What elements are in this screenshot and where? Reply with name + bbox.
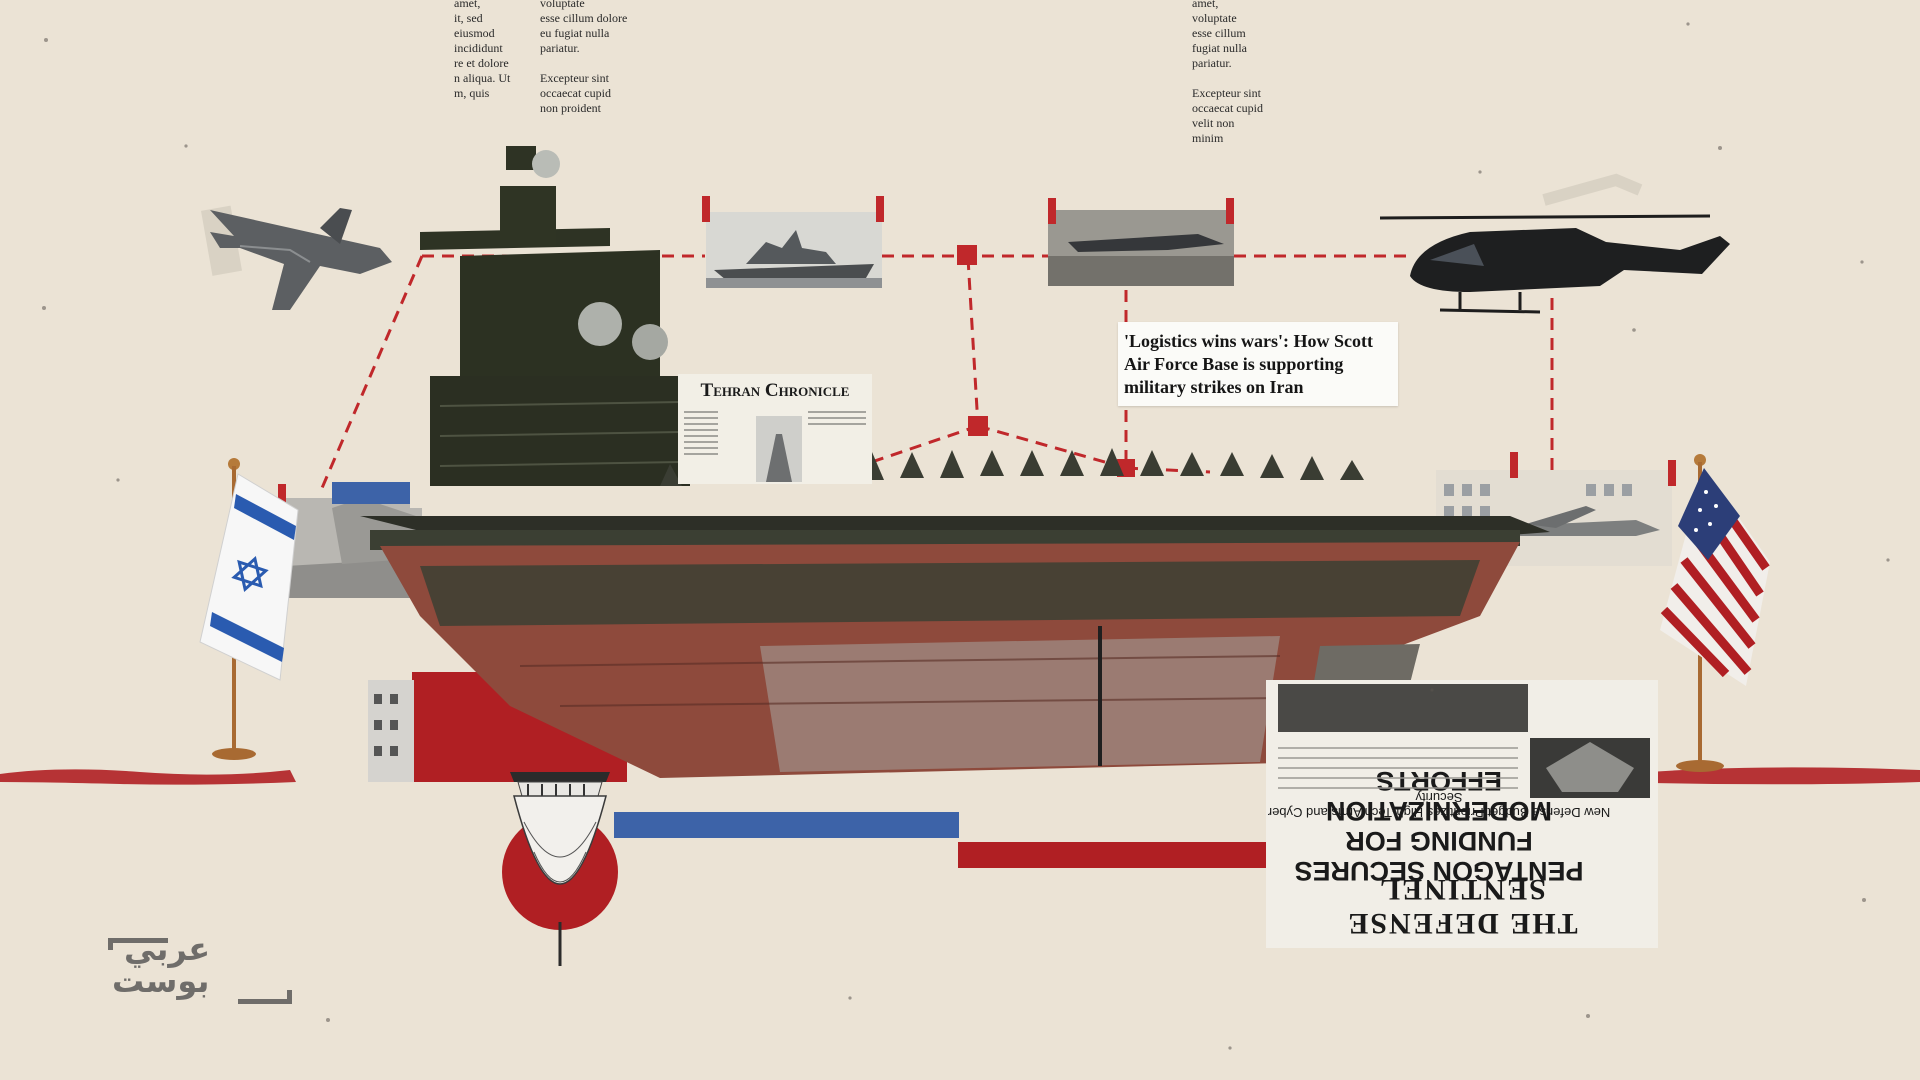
torn-text-left-col2: voluptate esse cillum dolore eu fugiat n… <box>540 0 628 115</box>
red-brush-stroke <box>0 767 1920 785</box>
tape-strip <box>1048 198 1056 224</box>
tehran-chronicle-masthead: Tehran Chronicle <box>700 380 850 401</box>
newspaper-columns <box>684 411 866 482</box>
building-photo <box>368 680 414 782</box>
tape-strip <box>702 196 710 222</box>
headline-card: 'Logistics wins wars': How Scott Air For… <box>1118 322 1398 406</box>
capitol-dome-icon <box>502 772 618 966</box>
logo-line2: بوست <box>112 962 210 1000</box>
headline-text: 'Logistics wins wars': How Scott Air For… <box>1124 331 1373 397</box>
tape-strip <box>876 196 884 222</box>
torn-text-right-col1: amet, voluptate esse cillum fugiat nulla… <box>1192 0 1263 145</box>
blue-bar-top <box>332 482 410 504</box>
junction-node <box>957 245 977 265</box>
aircraft-photo <box>1048 210 1234 286</box>
logo-line1: عربي <box>124 930 211 968</box>
usa-flag-icon <box>1660 454 1770 772</box>
junction-node <box>968 416 988 436</box>
tape-strip <box>278 484 286 510</box>
tape-strip <box>1668 460 1676 486</box>
warship-photo <box>706 212 882 288</box>
aircraft-carrier <box>360 146 1550 778</box>
torn-text-left-col1: amet, it, sed eiusmod incididunt re et d… <box>454 0 511 100</box>
fighter-jet-icon <box>201 205 392 310</box>
tape-strip <box>1226 198 1234 224</box>
blue-bar-bottom <box>614 812 959 838</box>
red-bar-bottom <box>958 842 1268 868</box>
arabi-post-logo: عربي بوست <box>108 930 292 1004</box>
pentagon-photo <box>1278 684 1650 798</box>
tehran-chronicle-newspaper: Tehran Chronicle <box>678 374 872 484</box>
israel-flag-icon <box>199 458 299 760</box>
tape-strip <box>1510 452 1518 478</box>
logo-brackets <box>108 938 292 1004</box>
defense-sentinel-newspaper: THE DEFENSE SENTINEL PENTAGON SECURES FU… <box>1266 680 1658 948</box>
helicopter-icon <box>1380 173 1730 314</box>
